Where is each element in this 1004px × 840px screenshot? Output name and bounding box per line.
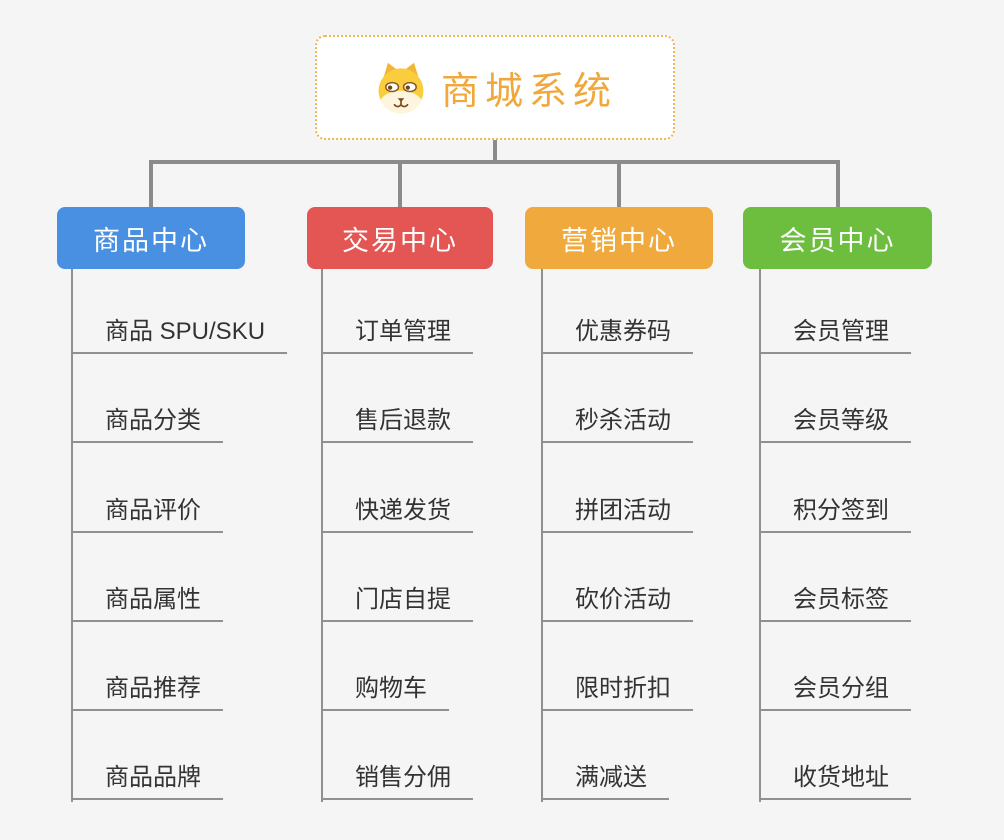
mindmap-item[interactable]: 商品评价	[71, 490, 223, 533]
mindmap-item[interactable]: 拼团活动	[541, 490, 693, 533]
mindmap-item[interactable]: 商品分类	[71, 400, 223, 443]
mindmap-item[interactable]: 会员分组	[759, 668, 911, 711]
mindmap-item[interactable]: 会员等级	[759, 400, 911, 443]
connector-bus	[149, 160, 839, 164]
branch-header-trade-center[interactable]: 交易中心	[307, 207, 493, 269]
connector-drop-2	[398, 160, 402, 207]
mindmap-item[interactable]: 销售分佣	[321, 757, 473, 800]
mindmap-item[interactable]: 优惠券码	[541, 311, 693, 354]
mindmap-item[interactable]: 限时折扣	[541, 668, 693, 711]
mindmap-item[interactable]: 快递发货	[321, 490, 473, 533]
mindmap-item[interactable]: 会员标签	[759, 579, 911, 622]
mindmap-item[interactable]: 砍价活动	[541, 579, 693, 622]
connector-drop-4	[836, 160, 840, 207]
mindmap-item[interactable]: 商品 SPU/SKU	[71, 311, 288, 354]
connector-drop-1	[149, 160, 153, 207]
branch-trunk-line	[321, 269, 323, 802]
mindmap-item[interactable]: 商品推荐	[71, 668, 223, 711]
branch-trunk-line	[71, 269, 73, 802]
mindmap-item[interactable]: 积分签到	[759, 490, 911, 533]
mindmap-item[interactable]: 门店自提	[321, 579, 473, 622]
root-node[interactable]: 商城系统	[315, 35, 675, 140]
mindmap-item[interactable]: 会员管理	[759, 311, 911, 354]
mindmap-item[interactable]: 购物车	[321, 668, 449, 711]
mindmap-item[interactable]: 收货地址	[759, 757, 911, 800]
dog-face-icon	[373, 60, 429, 116]
branch-trunk-line	[541, 269, 543, 802]
mindmap-item[interactable]: 商品品牌	[71, 757, 223, 800]
connector-drop-3	[617, 160, 621, 207]
root-title: 商城系统	[440, 71, 617, 113]
branch-header-marketing-center[interactable]: 营销中心	[525, 207, 713, 269]
mindmap-item[interactable]: 订单管理	[321, 311, 473, 354]
connector-root-stub	[493, 140, 497, 164]
branch-header-member-center[interactable]: 会员中心	[743, 207, 932, 269]
branch-trunk-line	[759, 269, 761, 802]
mindmap-item[interactable]: 秒杀活动	[541, 400, 693, 443]
mindmap-item[interactable]: 售后退款	[321, 400, 473, 443]
mindmap-item[interactable]: 满减送	[541, 757, 669, 800]
branch-header-product-center[interactable]: 商品中心	[57, 207, 245, 269]
mindmap-item[interactable]: 商品属性	[71, 579, 223, 622]
